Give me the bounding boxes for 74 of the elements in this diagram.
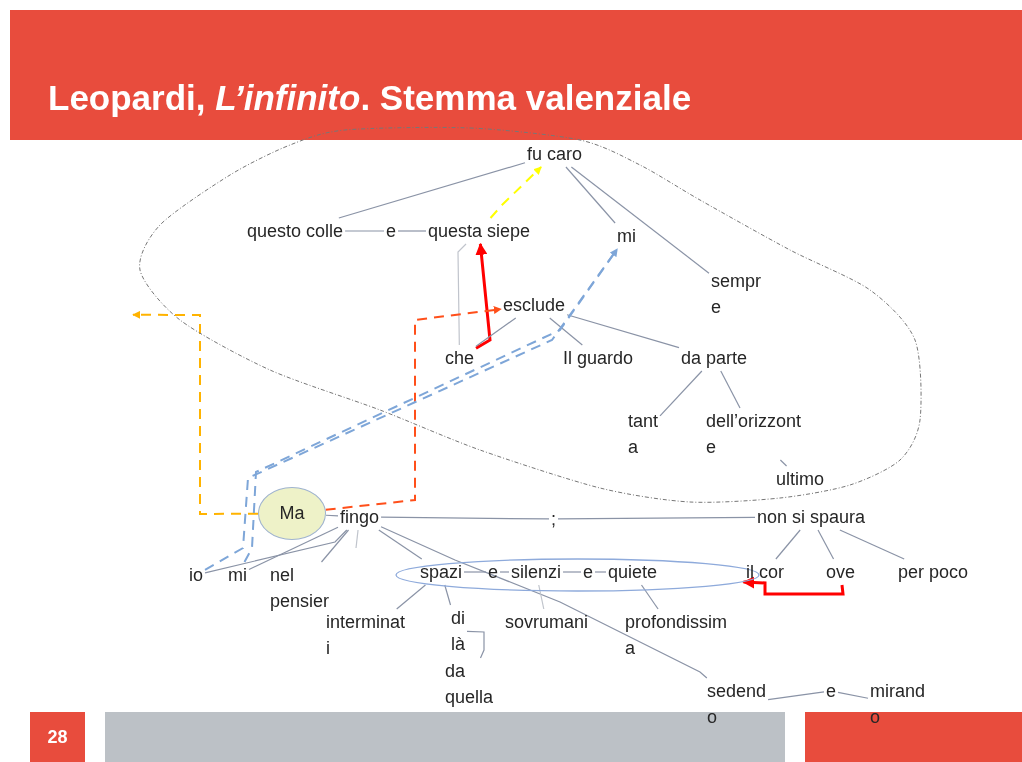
word-ellipse: Ma	[258, 487, 326, 540]
word-label: e	[488, 559, 498, 585]
connector-line	[640, 584, 659, 610]
slide-title: Leopardi, L’infinito. Stemma valenziale	[48, 78, 692, 118]
word-label: esclude	[503, 292, 566, 318]
word-label: da parte	[681, 345, 748, 371]
connector-line	[837, 691, 869, 699]
connector-line	[565, 166, 616, 224]
word-label: sovrumani	[505, 609, 589, 635]
connector-line	[839, 529, 905, 560]
word-label: ultimo	[776, 466, 824, 492]
connector-line	[397, 230, 427, 232]
word-label: da quella	[445, 658, 494, 710]
word-label: e	[583, 559, 593, 585]
connector-line	[562, 571, 582, 573]
word-label: sempr e	[711, 268, 761, 320]
connector-line	[817, 529, 835, 560]
word-label: mi	[228, 562, 247, 588]
word-label: questa siepe	[428, 218, 531, 244]
connector-line	[775, 529, 801, 560]
connector-line	[444, 584, 452, 606]
arrow	[489, 166, 543, 219]
word-label: questo colle	[247, 218, 344, 244]
word-label: e	[826, 678, 836, 704]
connector-line	[457, 243, 467, 346]
arrow	[475, 242, 492, 350]
connector-line	[355, 529, 359, 549]
connector-line	[594, 571, 607, 573]
connector-line	[338, 162, 526, 219]
word-label: fu caro	[527, 141, 583, 167]
connector-line	[720, 370, 741, 409]
connector-line	[378, 529, 423, 560]
connector-line	[475, 317, 517, 347]
word-label: spazi	[420, 559, 463, 585]
word-label: fingo	[340, 504, 380, 530]
connector-line	[557, 516, 756, 520]
connector-line	[570, 166, 710, 274]
word-label: tant a	[628, 408, 659, 460]
connector-line	[344, 230, 385, 232]
connector-line	[549, 317, 583, 346]
word-label: Il guardo	[563, 345, 634, 371]
connector-line	[538, 584, 545, 610]
word-label: quiete	[608, 559, 658, 585]
connector-line	[767, 691, 825, 701]
connector-line	[396, 584, 427, 610]
connector-line	[779, 459, 788, 467]
word-label: non si spaura	[757, 504, 866, 530]
page-number: 28	[30, 712, 85, 762]
connector-line	[659, 370, 703, 417]
connector-line	[325, 514, 339, 517]
connector-line	[566, 314, 680, 349]
connector-line	[380, 516, 550, 520]
connector-line	[204, 529, 348, 574]
connector-line	[380, 526, 708, 679]
word-label: silenzi	[511, 559, 562, 585]
connector-line	[466, 630, 485, 659]
word-label: mi	[617, 223, 636, 249]
connector-line	[248, 526, 339, 571]
word-label: io	[189, 562, 203, 588]
word-label: mirand o	[870, 678, 926, 730]
arrow	[132, 310, 259, 515]
word-label: ;	[551, 506, 556, 532]
word-label: profondissim a	[625, 609, 728, 661]
word-label: il cor	[746, 559, 784, 585]
connector-line	[463, 571, 487, 573]
connector-line	[320, 529, 350, 563]
word-label: e	[386, 218, 396, 244]
word-label: per poco	[898, 559, 969, 585]
arrow	[742, 576, 845, 596]
connector-line	[499, 571, 510, 573]
word-label: sedend o	[707, 678, 767, 730]
word-label: che	[445, 345, 475, 371]
arrow	[324, 306, 502, 511]
word-label: ove	[826, 559, 856, 585]
